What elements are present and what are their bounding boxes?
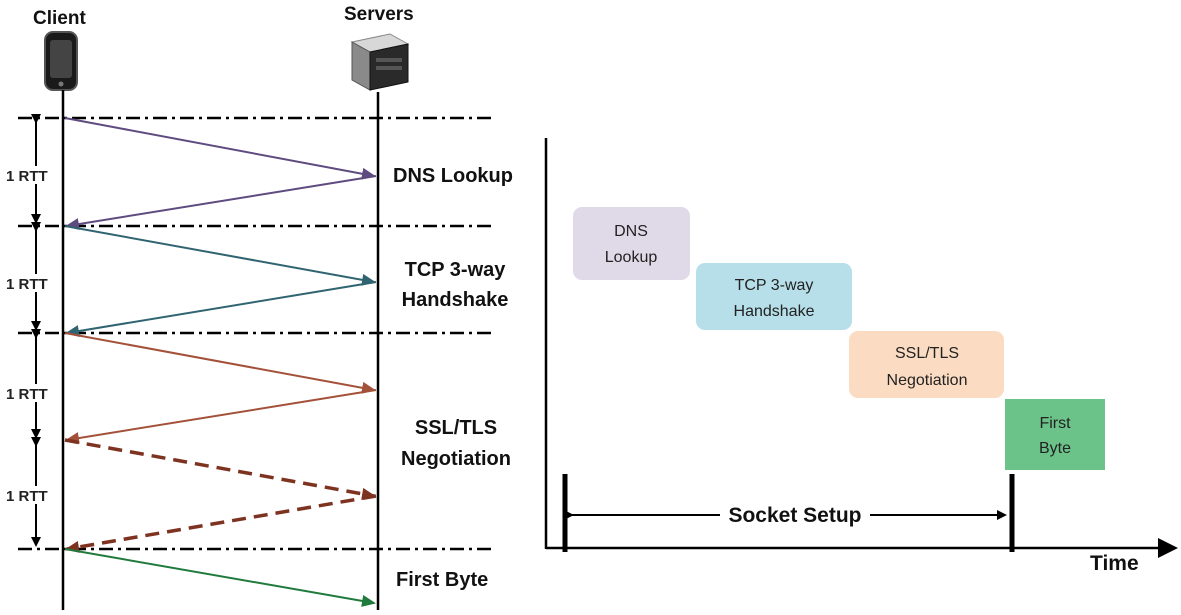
ssl-box: SSL/TLS Negotiation: [849, 331, 1004, 398]
client-label: Client: [33, 8, 86, 29]
first-byte-box: First Byte: [1005, 399, 1105, 470]
ssl-box-line1: SSL/TLS: [895, 345, 959, 362]
time-label: Time: [1090, 552, 1139, 575]
phase-label-first-byte: First Byte: [396, 569, 488, 591]
phase-label-dns: DNS Lookup: [393, 165, 513, 187]
servers-label: Servers: [344, 4, 414, 25]
dns-box: DNS Lookup: [573, 207, 690, 280]
phase-label-tcp-line2: Handshake: [402, 289, 509, 311]
tcp-box-line2: Handshake: [734, 303, 815, 320]
rtt-label-3: 1 RTT: [6, 386, 48, 403]
rtt-label-2: 1 RTT: [6, 276, 48, 293]
first-byte-box-rect: [1005, 399, 1105, 470]
time-arrowhead: [1158, 538, 1178, 558]
ssl-box-line2: Negotiation: [887, 372, 968, 389]
ssl-box-rect: [849, 331, 1004, 398]
tcp-box: TCP 3-way Handshake: [696, 263, 852, 330]
first-byte-arrow: [64, 548, 376, 607]
phase-label-tcp-line1: TCP 3-way: [405, 259, 507, 281]
tcp-box-line1: TCP 3-way: [735, 277, 814, 294]
tcp-arrows: [64, 225, 377, 337]
dns-box-line2: Lookup: [605, 249, 658, 266]
phone-icon: [44, 31, 78, 91]
dns-box-line1: DNS: [614, 223, 648, 240]
first-byte-box-line1: First: [1039, 415, 1071, 432]
first-byte-box-line2: Byte: [1039, 440, 1071, 457]
tcp-box-rect: [696, 263, 852, 330]
socket-setup-span: Socket Setup: [562, 474, 1015, 552]
dns-arrows: [64, 117, 377, 231]
rtt-label-4: 1 RTT: [6, 488, 48, 505]
socket-setup-label: Socket Setup: [728, 504, 861, 527]
phase-label-ssl-line1: SSL/TLS: [415, 417, 497, 439]
dns-box-rect: [573, 207, 690, 280]
server-icon: [350, 33, 410, 91]
phase-label-ssl-line2: Negotiation: [401, 448, 511, 470]
phase-separators: [18, 116, 492, 551]
ssl-arrows: [64, 332, 377, 553]
rtt-label-1: 1 RTT: [6, 168, 48, 185]
